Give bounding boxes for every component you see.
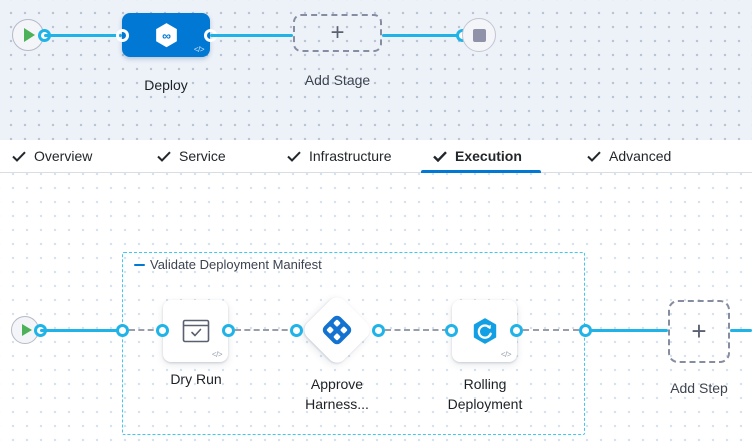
connector-line <box>44 34 122 37</box>
check-icon <box>587 151 601 162</box>
stage-config-tabs: Overview Service Infrastructure Executio… <box>0 140 752 173</box>
collapse-icon[interactable] <box>134 263 145 266</box>
connector-line <box>210 34 293 37</box>
tab-execution[interactable]: Execution <box>421 140 541 173</box>
tab-label: Infrastructure <box>309 148 392 164</box>
step-group-header: Validate Deployment Manifest <box>134 257 322 272</box>
step-label: Dry Run <box>170 371 222 387</box>
stage-canvas: ∞ </> + Deploy Add Stage <box>0 0 752 140</box>
tab-label: Service <box>179 148 226 164</box>
tab-advanced[interactable]: Advanced <box>587 140 671 172</box>
play-icon <box>24 28 35 42</box>
check-icon <box>287 151 301 162</box>
tab-service[interactable]: Service <box>157 140 226 172</box>
pipeline-end-node[interactable] <box>462 18 496 52</box>
connector-dot[interactable] <box>445 324 458 337</box>
add-stage-button[interactable]: + <box>293 14 382 52</box>
step-node-rolling-deployment[interactable]: </> <box>452 300 517 362</box>
step-group-container[interactable] <box>122 252 585 435</box>
dashed-connector <box>523 329 579 331</box>
connector-line <box>591 329 668 332</box>
tab-infrastructure[interactable]: Infrastructure <box>287 140 391 172</box>
check-icon <box>433 150 447 162</box>
svg-text:∞: ∞ <box>162 28 171 42</box>
connector-line <box>382 34 462 37</box>
tab-overview[interactable]: Overview <box>12 140 92 172</box>
step-label: Approve Harness... <box>305 376 369 412</box>
tab-label: Overview <box>34 148 93 164</box>
dashed-connector <box>385 329 448 331</box>
code-view-icon[interactable]: </> <box>211 350 223 359</box>
code-view-icon[interactable]: </> <box>193 45 205 54</box>
add-step-label: Add Step <box>670 380 728 396</box>
code-view-icon[interactable]: </> <box>500 350 512 359</box>
play-icon <box>21 324 32 336</box>
stage-label: Deploy <box>144 77 188 93</box>
check-icon <box>12 151 26 162</box>
plus-icon: + <box>330 19 345 46</box>
connector-dot[interactable] <box>116 29 129 42</box>
stage-node-deploy[interactable]: ∞ </> <box>122 13 210 57</box>
step-group-title: Validate Deployment Manifest <box>150 257 322 272</box>
rolling-deployment-icon <box>473 318 496 344</box>
deploy-stage-icon: ∞ <box>155 22 177 47</box>
tab-label: Advanced <box>609 148 672 164</box>
step-label: Rolling Deployment <box>447 376 523 412</box>
plus-icon: + <box>691 316 707 346</box>
dashed-connector <box>235 329 297 331</box>
connector-dot[interactable] <box>510 324 523 337</box>
connector-dot[interactable] <box>156 324 169 337</box>
check-icon <box>157 151 171 162</box>
dry-run-icon <box>182 319 209 343</box>
stop-icon <box>472 28 486 42</box>
step-node-dry-run[interactable]: </> <box>163 300 228 362</box>
execution-canvas: Validate Deployment Manifest </> <box>0 173 752 448</box>
connector-line <box>40 329 122 332</box>
tab-label: Execution <box>455 148 522 164</box>
connector-dot[interactable] <box>222 324 235 337</box>
connector-dot[interactable] <box>290 324 303 337</box>
connector-dot[interactable] <box>579 324 592 337</box>
dashed-connector <box>129 329 163 331</box>
connector-dot[interactable] <box>116 324 129 337</box>
connector-line <box>730 329 752 332</box>
add-step-button[interactable]: + <box>668 300 730 363</box>
connector-dot[interactable] <box>372 324 385 337</box>
add-stage-label: Add Stage <box>304 72 371 88</box>
